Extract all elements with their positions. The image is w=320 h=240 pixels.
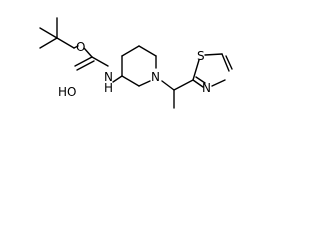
amide-nitrogen-label: N	[104, 70, 113, 84]
thiazole-ring	[192, 53, 233, 88]
piperidine-nitrogen-label: N	[151, 70, 160, 84]
piperidine-ring	[121, 45, 157, 87]
tert-butyl-group	[39, 17, 75, 49]
thiazole-sulfur-label: S	[197, 49, 205, 63]
amide-hydrogen-label: H	[104, 81, 113, 95]
hydroxyl-label: HO	[58, 85, 76, 99]
ethyl-linker	[161, 79, 194, 109]
thiazole-nitrogen-label: N	[202, 81, 211, 95]
molecule-structure: O HO N H N S N	[39, 17, 233, 109]
carbamate-group	[73, 45, 123, 83]
ester-oxygen-label: O	[76, 40, 85, 54]
